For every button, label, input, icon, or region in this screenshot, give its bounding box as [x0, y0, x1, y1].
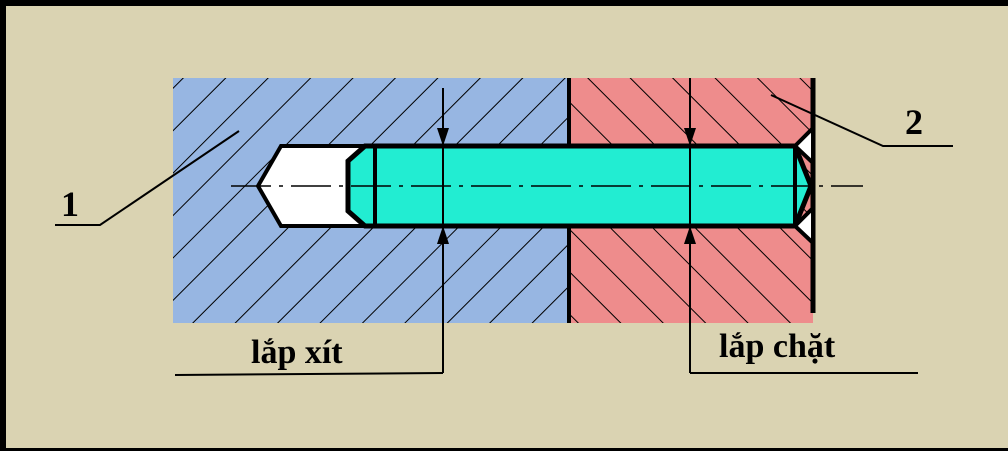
leader-line-1	[55, 130, 240, 226]
fit-2-arrow-bottom	[684, 226, 696, 244]
label-part-1: 1	[61, 184, 79, 224]
part-2-chamfer-top	[792, 123, 815, 168]
label-fit-1: lắp xít	[251, 334, 343, 371]
fit-2-arrow-top	[684, 128, 696, 146]
label-fit-2: lắp chặt	[719, 328, 836, 365]
fit-1-arrow-top	[437, 128, 449, 146]
fit-1-leader-line	[174, 372, 444, 376]
assembly-drawing: 1 2 lắp xít lắp chặt	[6, 6, 1008, 448]
label-part-2: 2	[905, 102, 923, 142]
fit-1-arrow-bottom	[437, 226, 449, 244]
part-2-chamfer-bottom	[792, 203, 815, 248]
leader-line-2	[770, 94, 953, 147]
